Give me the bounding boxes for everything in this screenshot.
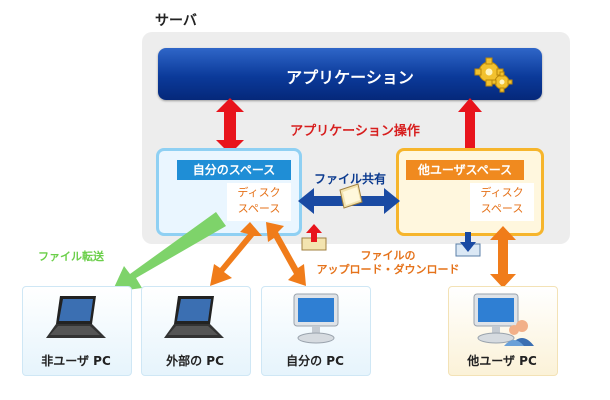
server-label: サーバ: [155, 13, 197, 29]
gear-icon: [474, 57, 513, 93]
upload-download-line1: ファイルの: [360, 249, 416, 262]
other-disk-line2: スペース: [480, 202, 524, 215]
other-disk-line1: ディスク: [480, 186, 524, 199]
self-disk-line2: スペース: [237, 202, 281, 215]
monitor-user-icon: [473, 293, 534, 346]
application-operation-arrow-left: [216, 98, 244, 154]
monitor-icon: [293, 293, 339, 344]
other-disk-space: ディスク スペース: [470, 183, 534, 221]
application-operation-arrow-right: [458, 98, 482, 150]
laptop-icon: [164, 296, 224, 338]
application-operation-label: アプリケーション操作: [290, 124, 420, 139]
self-disk-space: ディスク スペース: [227, 183, 291, 221]
laptop-icon: [46, 296, 106, 338]
self-space-title: 自分のスペース: [177, 160, 291, 180]
upload-download-label: ファイルの アップロード・ダウンロード: [298, 249, 478, 277]
download-icon: [455, 232, 481, 257]
file-share-label: ファイル共有: [313, 172, 386, 186]
updown-arrow-self: [266, 222, 306, 286]
client-label-self: 自分の PC: [286, 354, 344, 368]
client-label-external: 外部の PC: [166, 354, 224, 368]
client-label-other-user: 他ユーザ PC: [467, 354, 537, 368]
file-icon: [339, 183, 363, 209]
upload-icon: [301, 224, 327, 251]
file-transfer-arrow: [112, 212, 226, 292]
application-title: アプリケーション: [286, 68, 414, 87]
file-transfer-label: ファイル転送: [38, 250, 104, 263]
upload-download-line2: アップロード・ダウンロード: [316, 263, 460, 276]
other-space-title: 他ユーザスペース: [406, 160, 524, 180]
updown-arrow-other: [490, 226, 516, 288]
self-disk-line1: ディスク: [237, 186, 281, 199]
client-label-non-user: 非ユーザ PC: [41, 354, 111, 368]
download-arrow-external: [210, 222, 262, 286]
